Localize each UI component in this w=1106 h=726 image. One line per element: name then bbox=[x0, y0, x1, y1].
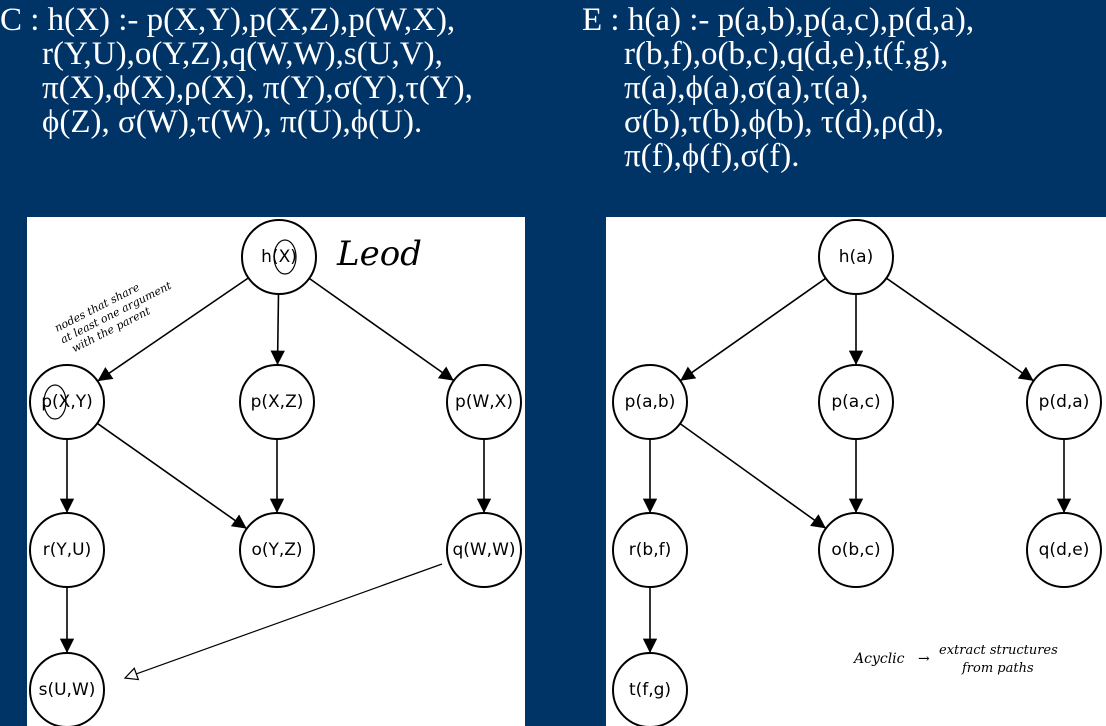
left-node-o: o(Y,Z) bbox=[239, 512, 315, 588]
right-node-circle bbox=[1026, 364, 1102, 440]
clause-e-graph-panel: h(a) p(a,b) p(a,c) p(d,a) r(b,f) o(b,c) q(d,e)… bbox=[606, 217, 1106, 726]
clause-e-line-2: r(b,f),o(b,c),q(d,e),t(f,g), bbox=[624, 36, 949, 72]
right-node-circle bbox=[818, 364, 894, 440]
left-node-label: o(Y,Z) bbox=[251, 540, 302, 560]
left-node-circle bbox=[239, 512, 315, 588]
head-note: Leod bbox=[336, 234, 422, 274]
right-edge-h-to-p3 bbox=[885, 277, 1035, 382]
left-node-circle bbox=[29, 364, 105, 440]
left-node-circle bbox=[239, 364, 315, 440]
right-node-label: q(d,e) bbox=[1039, 540, 1090, 560]
right-node-t: t(f,g) bbox=[612, 652, 688, 726]
right-node-label: r(b,f) bbox=[629, 540, 671, 560]
left-node-label: p(X,Z) bbox=[251, 392, 304, 412]
right-node-label: p(a,b) bbox=[625, 392, 676, 412]
clause-e-line-4: σ(b),τ(b),ϕ(b), τ(d),ρ(d), bbox=[624, 104, 945, 140]
left-node-circle bbox=[446, 364, 522, 440]
handwritten-annotations-right: Acyclic → extract structures from paths bbox=[852, 643, 1058, 676]
left-node-circle bbox=[29, 652, 105, 726]
right-node-o: o(b,c) bbox=[818, 512, 894, 588]
left-node-h: h(X) bbox=[241, 219, 317, 295]
hand-drawn-arrow-q-to-s bbox=[125, 563, 443, 678]
left-node-circle bbox=[446, 512, 522, 588]
clause-e-line-5: π(f),ϕ(f),σ(f). bbox=[624, 138, 800, 174]
clause-c-line-2: r(Y,U),o(Y,Z),q(W,W),s(U,V), bbox=[42, 36, 443, 72]
left-node-label: s(U,W) bbox=[39, 680, 96, 700]
left-edge-p1-to-o bbox=[96, 422, 248, 530]
extract-note-line-1: extract structures bbox=[939, 643, 1058, 658]
handwritten-annotations-left: Leod nodes that share at least one argum… bbox=[43, 234, 443, 678]
clause-c-line-4: ϕ(Z), σ(W),τ(W), π(U),ϕ(U). bbox=[42, 104, 423, 140]
left-node-r: r(Y,U) bbox=[29, 512, 105, 588]
left-node-p3: p(W,X) bbox=[446, 364, 522, 440]
extract-note-line-2: from paths bbox=[961, 661, 1034, 676]
left-edge-h-to-p3 bbox=[308, 277, 455, 382]
left-edge-h-to-p2 bbox=[270, 293, 285, 366]
right-node-p3: p(d,a) bbox=[1026, 364, 1102, 440]
left-node-circle bbox=[29, 512, 105, 588]
left-node-p2: p(X,Z) bbox=[239, 364, 315, 440]
right-node-circle bbox=[612, 364, 688, 440]
left-node-s: s(U,W) bbox=[29, 652, 105, 726]
right-node-label: h(a) bbox=[839, 247, 873, 267]
arrow-icon: → bbox=[918, 651, 930, 667]
right-node-circle bbox=[612, 652, 688, 726]
left-node-q: q(W,W) bbox=[446, 512, 522, 588]
clause-e-line-1: E : h(a) :- p(a,b),p(a,c),p(d,a), bbox=[582, 2, 975, 38]
x-circle-mark-icon bbox=[43, 384, 67, 420]
right-node-p2: p(a,c) bbox=[818, 364, 894, 440]
clause-e-line-3: π(a),ϕ(a),σ(a),τ(a), bbox=[624, 70, 869, 106]
right-node-q: q(d,e) bbox=[1026, 512, 1102, 588]
right-node-h: h(a) bbox=[818, 219, 894, 295]
left-node-p1: p(X,Y) bbox=[29, 364, 105, 440]
right-node-label: o(b,c) bbox=[831, 540, 880, 560]
right-node-r: r(b,f) bbox=[612, 512, 688, 588]
clause-c-text: C : h(X) :- p(X,Y),p(X,Z),p(W,X), r(Y,U)… bbox=[0, 3, 473, 139]
right-node-p1: p(a,b) bbox=[612, 364, 688, 440]
left-node-circle bbox=[241, 219, 317, 295]
right-edge-h-to-p1 bbox=[679, 277, 827, 382]
left-edge-h-to-p1 bbox=[97, 277, 249, 382]
clause-c-line-1: C : h(X) :- p(X,Y),p(X,Z),p(W,X), bbox=[0, 2, 456, 38]
right-node-circle bbox=[612, 512, 688, 588]
left-node-label: r(Y,U) bbox=[43, 540, 92, 560]
right-node-label: p(a,c) bbox=[831, 392, 880, 412]
right-node-label: t(f,g) bbox=[629, 680, 671, 700]
left-node-label: p(W,X) bbox=[455, 392, 513, 412]
clause-e-text: E : h(a) :- p(a,b),p(a,c),p(d,a), r(b,f)… bbox=[582, 3, 974, 173]
right-edge-p1-to-o bbox=[679, 422, 827, 530]
left-node-label: p(X,Y) bbox=[41, 392, 93, 412]
clause-c-graph: h(X) p(X,Y) p(X,Z) p(W,X) r(Y,U) o(Y,Z) q(W,W)… bbox=[29, 219, 522, 726]
right-node-circle bbox=[1026, 512, 1102, 588]
x-circle-mark-icon bbox=[273, 239, 297, 275]
right-node-circle bbox=[818, 219, 894, 295]
right-node-label: p(d,a) bbox=[1039, 392, 1090, 412]
clause-e-graph: h(a) p(a,b) p(a,c) p(d,a) r(b,f) o(b,c) q(d,e)… bbox=[612, 219, 1102, 726]
clause-c-graph-panel: h(X) p(X,Y) p(X,Z) p(W,X) r(Y,U) o(Y,Z) q(W,W)… bbox=[27, 217, 525, 726]
acyclic-note: Acyclic bbox=[852, 651, 905, 667]
right-node-circle bbox=[818, 512, 894, 588]
left-node-label: q(W,W) bbox=[452, 540, 515, 560]
clause-c-line-3: π(X),ϕ(X),ρ(X), π(Y),σ(Y),τ(Y), bbox=[42, 70, 473, 106]
left-node-label: h(X) bbox=[261, 247, 297, 267]
